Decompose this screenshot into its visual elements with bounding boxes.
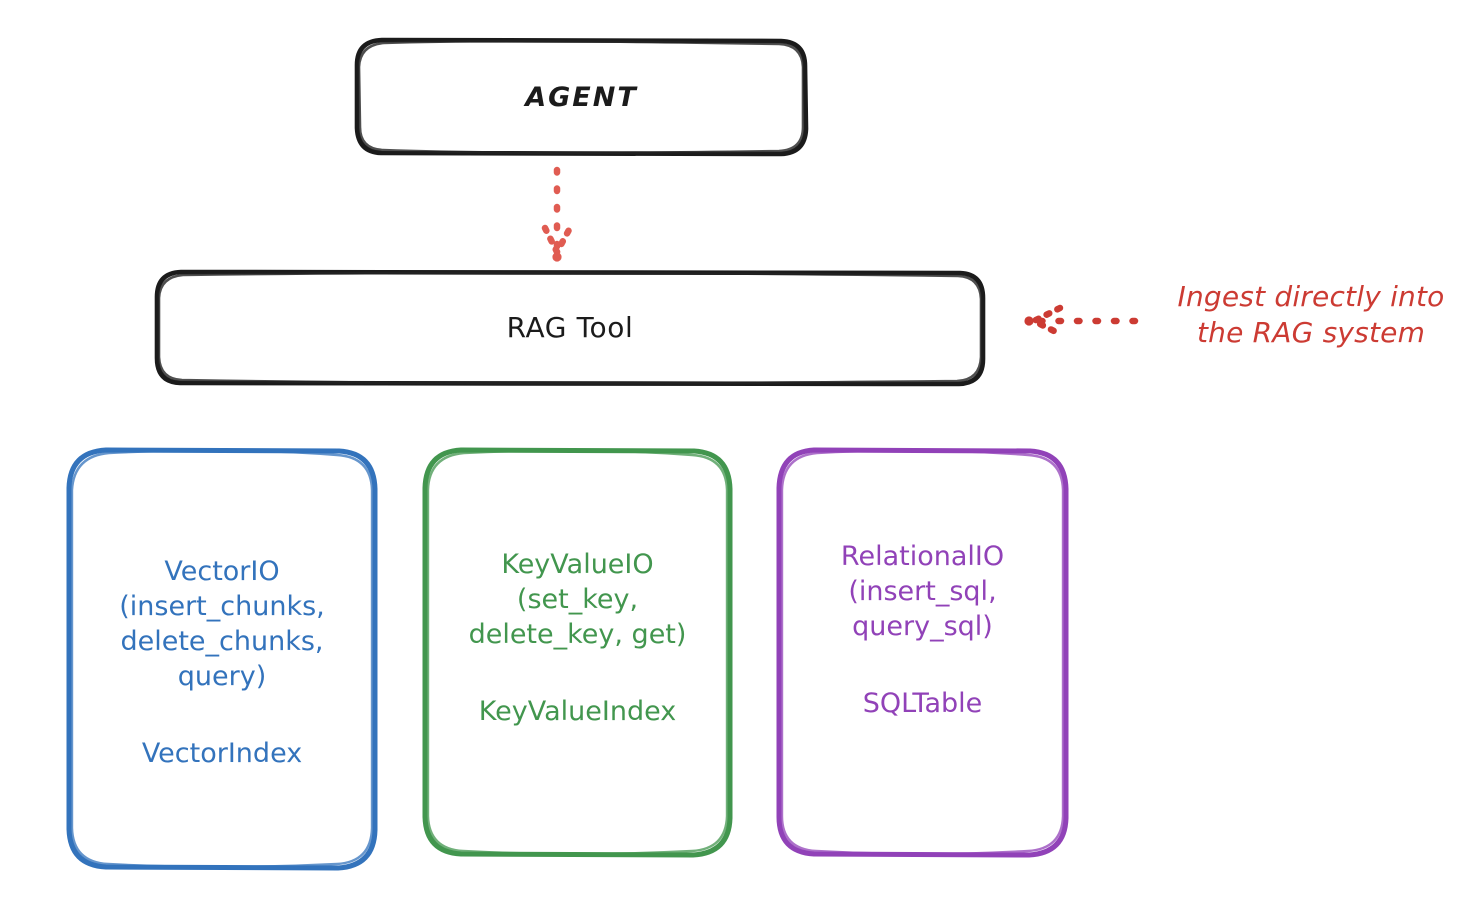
rag-tool-node[interactable]: RAG Tool [156, 271, 984, 384]
agent-to-rag-connector [541, 166, 574, 262]
key-value-io-box-outline [422, 447, 733, 858]
ingest-annotation-note: Ingest directly into the RAG system [1177, 280, 1445, 349]
relational-io-content: RelationalIO (insert_sql, query_sql) SQL… [789, 539, 1056, 721]
relational-io-node[interactable]: RelationalIO (insert_sql, query_sql) SQL… [779, 449, 1066, 855]
agent-node[interactable]: AGENT [357, 39, 806, 155]
vector-io-box-outline [66, 447, 378, 871]
vector-index-label: VectorIndex [141, 738, 303, 770]
key-value-io-api-label: KeyValueIO (set_key, delete_key, get) [468, 548, 687, 650]
vector-io-node[interactable]: VectorIO (insert_chunks, delete_chunks, … [69, 449, 375, 868]
agent-label: AGENT [525, 81, 638, 113]
key-value-index-label: KeyValueIndex [478, 696, 677, 728]
sql-table-label: SQLTable [862, 688, 983, 720]
rag-tool-box-outline [154, 269, 986, 387]
key-value-io-node[interactable]: KeyValueIO (set_key, delete_key, get) Ke… [425, 449, 730, 855]
vector-io-content: VectorIO (insert_chunks, delete_chunks, … [79, 554, 365, 771]
rag-tool-label: RAG Tool [506, 311, 634, 344]
relational-io-api-label: RelationalIO (insert_sql, query_sql) [840, 540, 1005, 642]
note-to-rag-connector [1024, 304, 1139, 338]
vector-io-api-label: VectorIO (insert_chunks, delete_chunks, … [119, 555, 325, 693]
agent-box-outline [354, 37, 809, 157]
relational-io-box-outline [776, 447, 1069, 858]
key-value-io-content: KeyValueIO (set_key, delete_key, get) Ke… [435, 547, 720, 729]
